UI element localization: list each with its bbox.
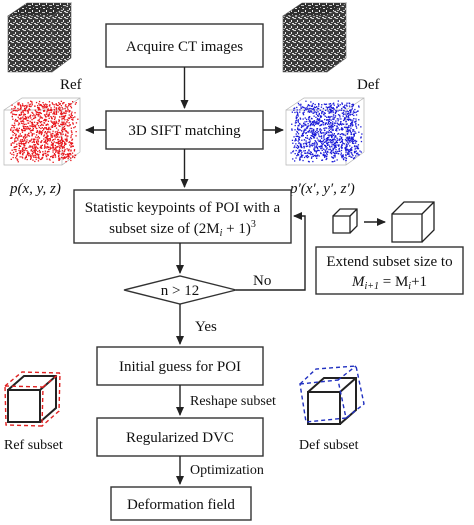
statistic-text-line2: subset size of (2Mi + 1)3	[109, 219, 256, 239]
statistic-text-line1: Statistic keypoints of POI with a	[85, 200, 281, 216]
acquire-ct-box	[105, 23, 264, 68]
ref-subset-cube-icon	[4, 371, 61, 427]
optimization-edge-label: Optimization	[190, 463, 264, 478]
extend-subset-box	[315, 246, 464, 295]
p-def-label: p′(x′, y′, z′)	[289, 181, 355, 197]
def-ct-volume	[282, 2, 347, 73]
deformation-field-box	[110, 486, 252, 521]
sift-matching-text: 3D SIFT matching	[128, 123, 241, 139]
extend-subset-line2: Mi+1 = Mi+1	[351, 274, 427, 292]
ref-point-cloud	[3, 97, 81, 166]
reshape-edge-label: Reshape subset	[190, 394, 276, 409]
def-subset-cube-icon	[299, 365, 365, 425]
arrow-condition-no-loop	[236, 212, 306, 291]
def-subset-label: Def subset	[299, 438, 359, 453]
ref-subset-label: Ref subset	[4, 438, 63, 453]
p-ref-label: p(x, y, z)	[9, 181, 61, 197]
small-subset-cube-icon	[332, 208, 358, 234]
statistic-keypoints-box	[73, 189, 292, 244]
initial-guess-box	[96, 346, 264, 386]
yes-edge-label: Yes	[195, 319, 217, 335]
ref-ct-volume	[7, 2, 72, 73]
big-subset-cube-icon	[391, 201, 435, 243]
extend-subset-line1: Extend subset size to	[326, 254, 452, 270]
ref-label: Ref	[60, 77, 82, 93]
no-edge-label: No	[253, 273, 271, 289]
acquire-ct-text: Acquire CT images	[126, 39, 243, 55]
regularized-dvc-box	[96, 417, 264, 457]
def-label: Def	[357, 77, 380, 93]
deformation-field-text: Deformation field	[127, 497, 235, 513]
initial-guess-text: Initial guess for POI	[119, 359, 241, 375]
def-point-cloud	[285, 97, 365, 166]
condition-text: n > 12	[161, 283, 199, 299]
regularized-dvc-text: Regularized DVC	[126, 430, 234, 446]
